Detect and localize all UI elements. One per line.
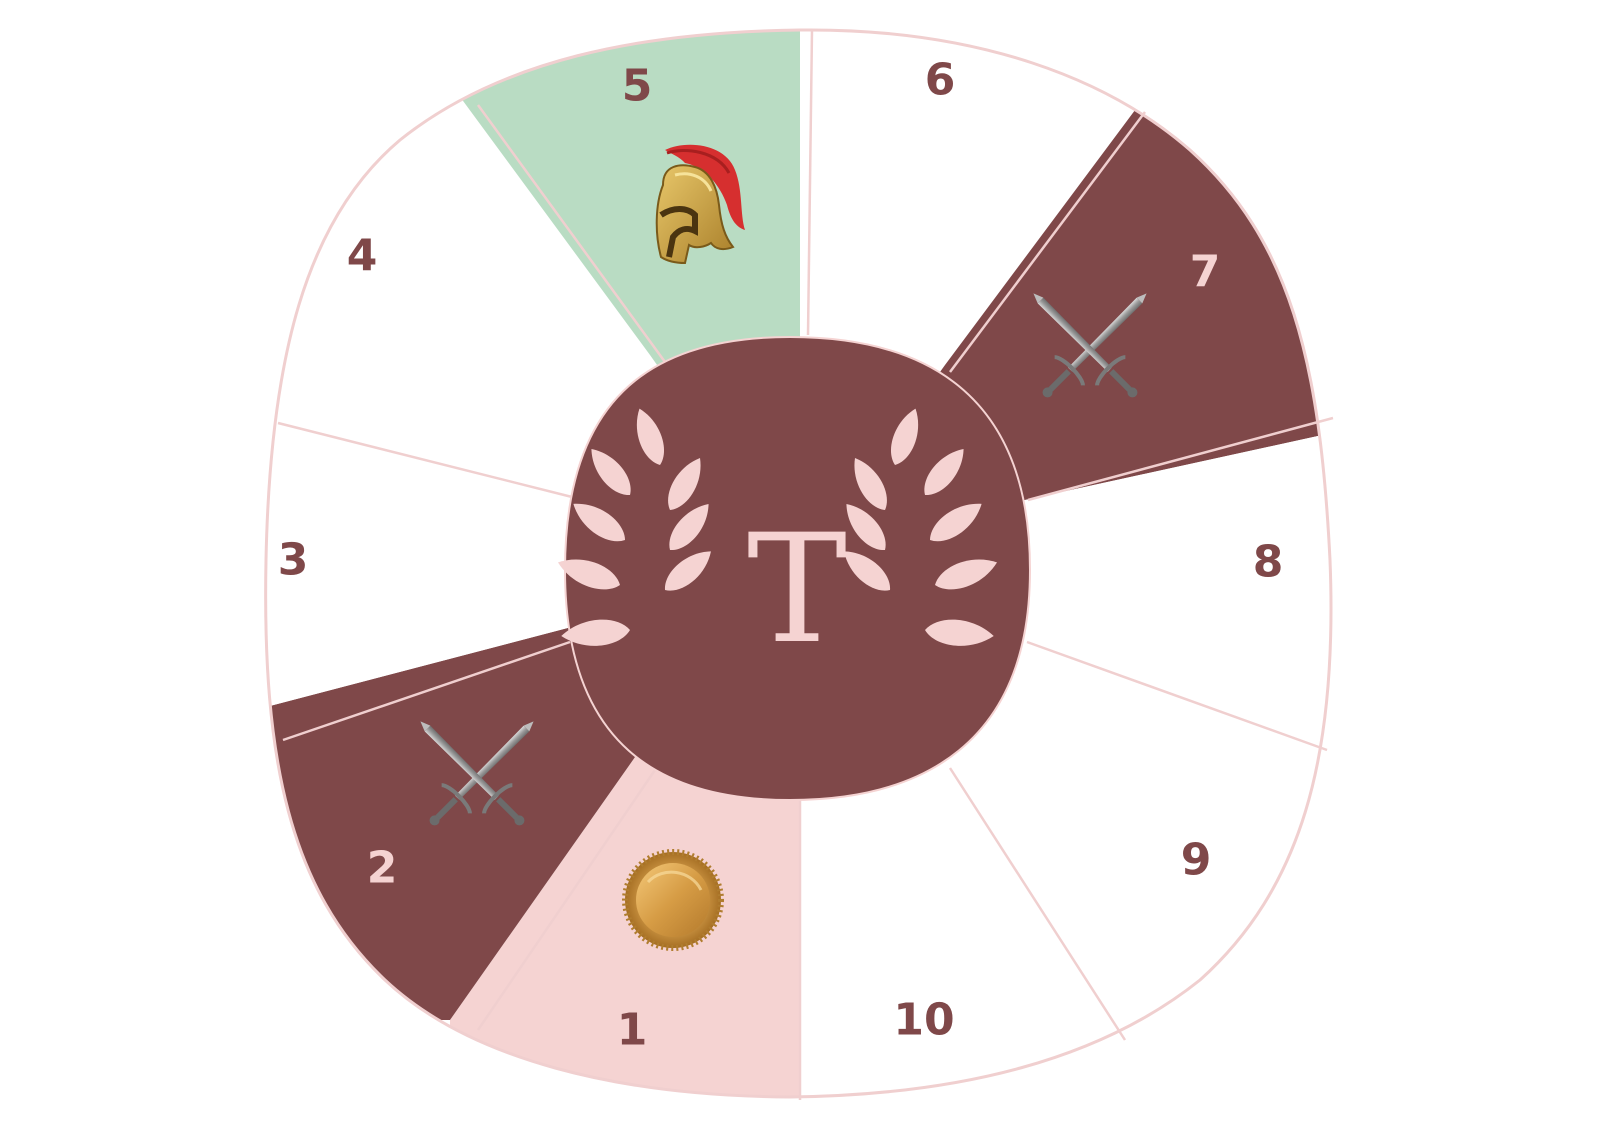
laurel-leaf xyxy=(591,449,631,496)
laurel-leaf xyxy=(557,559,620,590)
laurel-leaf xyxy=(891,408,919,465)
center-hub xyxy=(563,335,1032,802)
space-2-label: 2 xyxy=(367,843,398,894)
laurel-leaf xyxy=(935,559,998,590)
laurel-leaf xyxy=(846,504,886,551)
space-dividers xyxy=(277,29,1334,1100)
laurel-left-icon xyxy=(557,408,711,646)
space-3-label: 3 xyxy=(278,535,309,586)
laurel-leaf xyxy=(924,449,964,496)
gold-coin-icon xyxy=(622,849,724,951)
laurel-leaf xyxy=(561,619,630,646)
crossed-swords-icon xyxy=(1033,293,1147,398)
space-6-label: 6 xyxy=(925,55,956,106)
center-letter: T xyxy=(747,503,847,677)
space-5-label: 5 xyxy=(622,61,653,112)
board-outline xyxy=(264,28,1333,1099)
crossed-swords-icon xyxy=(420,721,534,826)
laurel-right-icon xyxy=(844,408,998,646)
laurel-leaf xyxy=(854,458,887,510)
laurel-leaf xyxy=(844,551,891,591)
space-1-label: 1 xyxy=(617,1005,648,1056)
laurel-leaf xyxy=(669,504,709,551)
laurel-leaf xyxy=(930,503,982,542)
space-7-label: 7 xyxy=(1190,247,1221,298)
laurel-leaf xyxy=(668,458,701,510)
space-8-label: 8 xyxy=(1253,537,1284,588)
space-10-label: 10 xyxy=(893,995,954,1046)
laurel-leaf xyxy=(664,551,711,591)
laurel-leaf xyxy=(636,408,664,465)
spartan-helmet-icon xyxy=(655,144,745,265)
laurel-leaf xyxy=(573,503,625,542)
space-4-label: 4 xyxy=(347,231,378,282)
space-9-label: 9 xyxy=(1181,835,1212,886)
laurel-leaf xyxy=(925,619,994,646)
space-3[interactable] xyxy=(140,405,800,740)
space-8[interactable] xyxy=(800,405,1460,765)
